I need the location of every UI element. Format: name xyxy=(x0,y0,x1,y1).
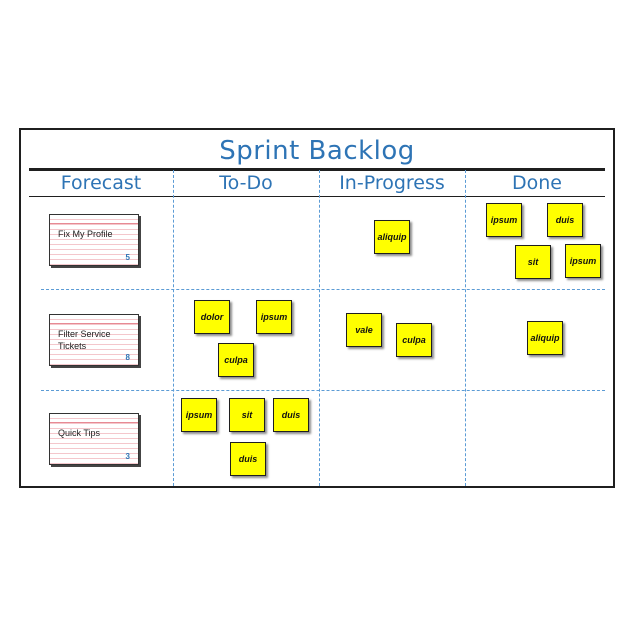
row-divider xyxy=(41,289,605,290)
title-divider xyxy=(29,168,605,171)
sticky-note[interactable]: sit xyxy=(515,245,551,279)
story-points: 8 xyxy=(125,353,130,362)
story-title: Quick Tips xyxy=(58,428,101,438)
sticky-note[interactable]: ipsum xyxy=(181,398,217,432)
sticky-note[interactable]: duis xyxy=(230,442,266,476)
sticky-note[interactable]: culpa xyxy=(396,323,432,357)
sticky-note[interactable]: aliquip xyxy=(374,220,410,254)
column-header-todo: To-Do xyxy=(219,172,273,194)
column-divider xyxy=(319,170,320,486)
story-points: 3 xyxy=(125,452,130,461)
story-card[interactable]: Filter Service Tickets 8 xyxy=(49,314,139,366)
sticky-note[interactable]: aliquip xyxy=(527,321,563,355)
sticky-note[interactable]: dolor xyxy=(194,300,230,334)
sticky-note[interactable]: vale xyxy=(346,313,382,347)
story-points: 5 xyxy=(125,253,130,262)
row-divider xyxy=(41,390,605,391)
story-title: Filter Service Tickets xyxy=(58,329,111,351)
column-divider xyxy=(465,170,466,486)
sticky-note[interactable]: culpa xyxy=(218,343,254,377)
column-header-inprogress: In-Progress xyxy=(339,172,445,194)
header-divider xyxy=(29,196,605,197)
sticky-note[interactable]: duis xyxy=(547,203,583,237)
sticky-note[interactable]: duis xyxy=(273,398,309,432)
sticky-note[interactable]: ipsum xyxy=(256,300,292,334)
column-divider xyxy=(173,170,174,486)
story-title: Fix My Profile xyxy=(58,229,113,239)
story-card[interactable]: Fix My Profile 5 xyxy=(49,214,139,266)
column-header-done: Done xyxy=(512,172,562,194)
sticky-note[interactable]: ipsum xyxy=(486,203,522,237)
board-title: Sprint Backlog xyxy=(219,136,415,166)
sticky-note[interactable]: sit xyxy=(229,398,265,432)
column-header-forecast: Forecast xyxy=(60,172,142,194)
sprint-backlog-board: Sprint Backlog Forecast To-Do In-Progres… xyxy=(19,128,615,488)
sticky-note[interactable]: ipsum xyxy=(565,244,601,278)
story-card[interactable]: Quick Tips 3 xyxy=(49,413,139,465)
